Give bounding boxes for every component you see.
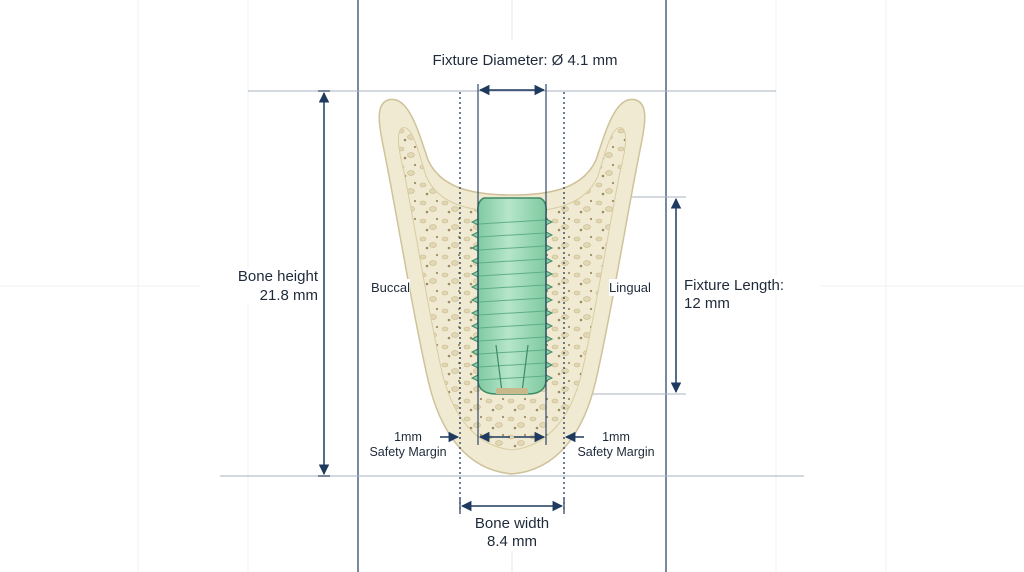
fixture-length-title: Fixture Length: <box>684 277 785 295</box>
thread-line <box>478 258 546 264</box>
buccal-label: Buccal <box>371 279 411 296</box>
fixture-length-value: 12 mm <box>684 295 730 313</box>
bone-height-value: 21.8 mm <box>222 287 318 305</box>
thread-line <box>478 362 546 368</box>
dimension-arrows <box>318 84 682 512</box>
bone-width-title: Bone width <box>452 515 572 533</box>
fixture-diameter-label: Fixture Diameter: Ø 4.1 mm <box>421 52 629 70</box>
left-margin-title: Safety Margin <box>364 445 452 460</box>
lingual-label: Lingual <box>609 279 651 296</box>
right-margin-value: 1mm <box>584 430 648 445</box>
thread-line <box>478 271 546 277</box>
dental-implant <box>470 197 554 395</box>
left-margin-value: 1mm <box>376 430 440 445</box>
thread-line <box>478 297 546 303</box>
thread-line <box>478 284 546 290</box>
thread-line <box>478 245 546 251</box>
implant-edge-guides <box>477 84 547 445</box>
right-margin-title: Safety Margin <box>572 445 660 460</box>
thread-line <box>478 375 546 381</box>
thread-line <box>478 336 546 342</box>
bone-height-title: Bone height <box>222 268 318 286</box>
bone-width-value: 8.4 mm <box>452 533 572 551</box>
frame-guides <box>357 0 667 572</box>
thread-line <box>478 310 546 316</box>
thread-line <box>478 232 546 238</box>
thread-line <box>478 323 546 329</box>
thread-line <box>478 349 546 355</box>
thread-line <box>478 219 546 225</box>
